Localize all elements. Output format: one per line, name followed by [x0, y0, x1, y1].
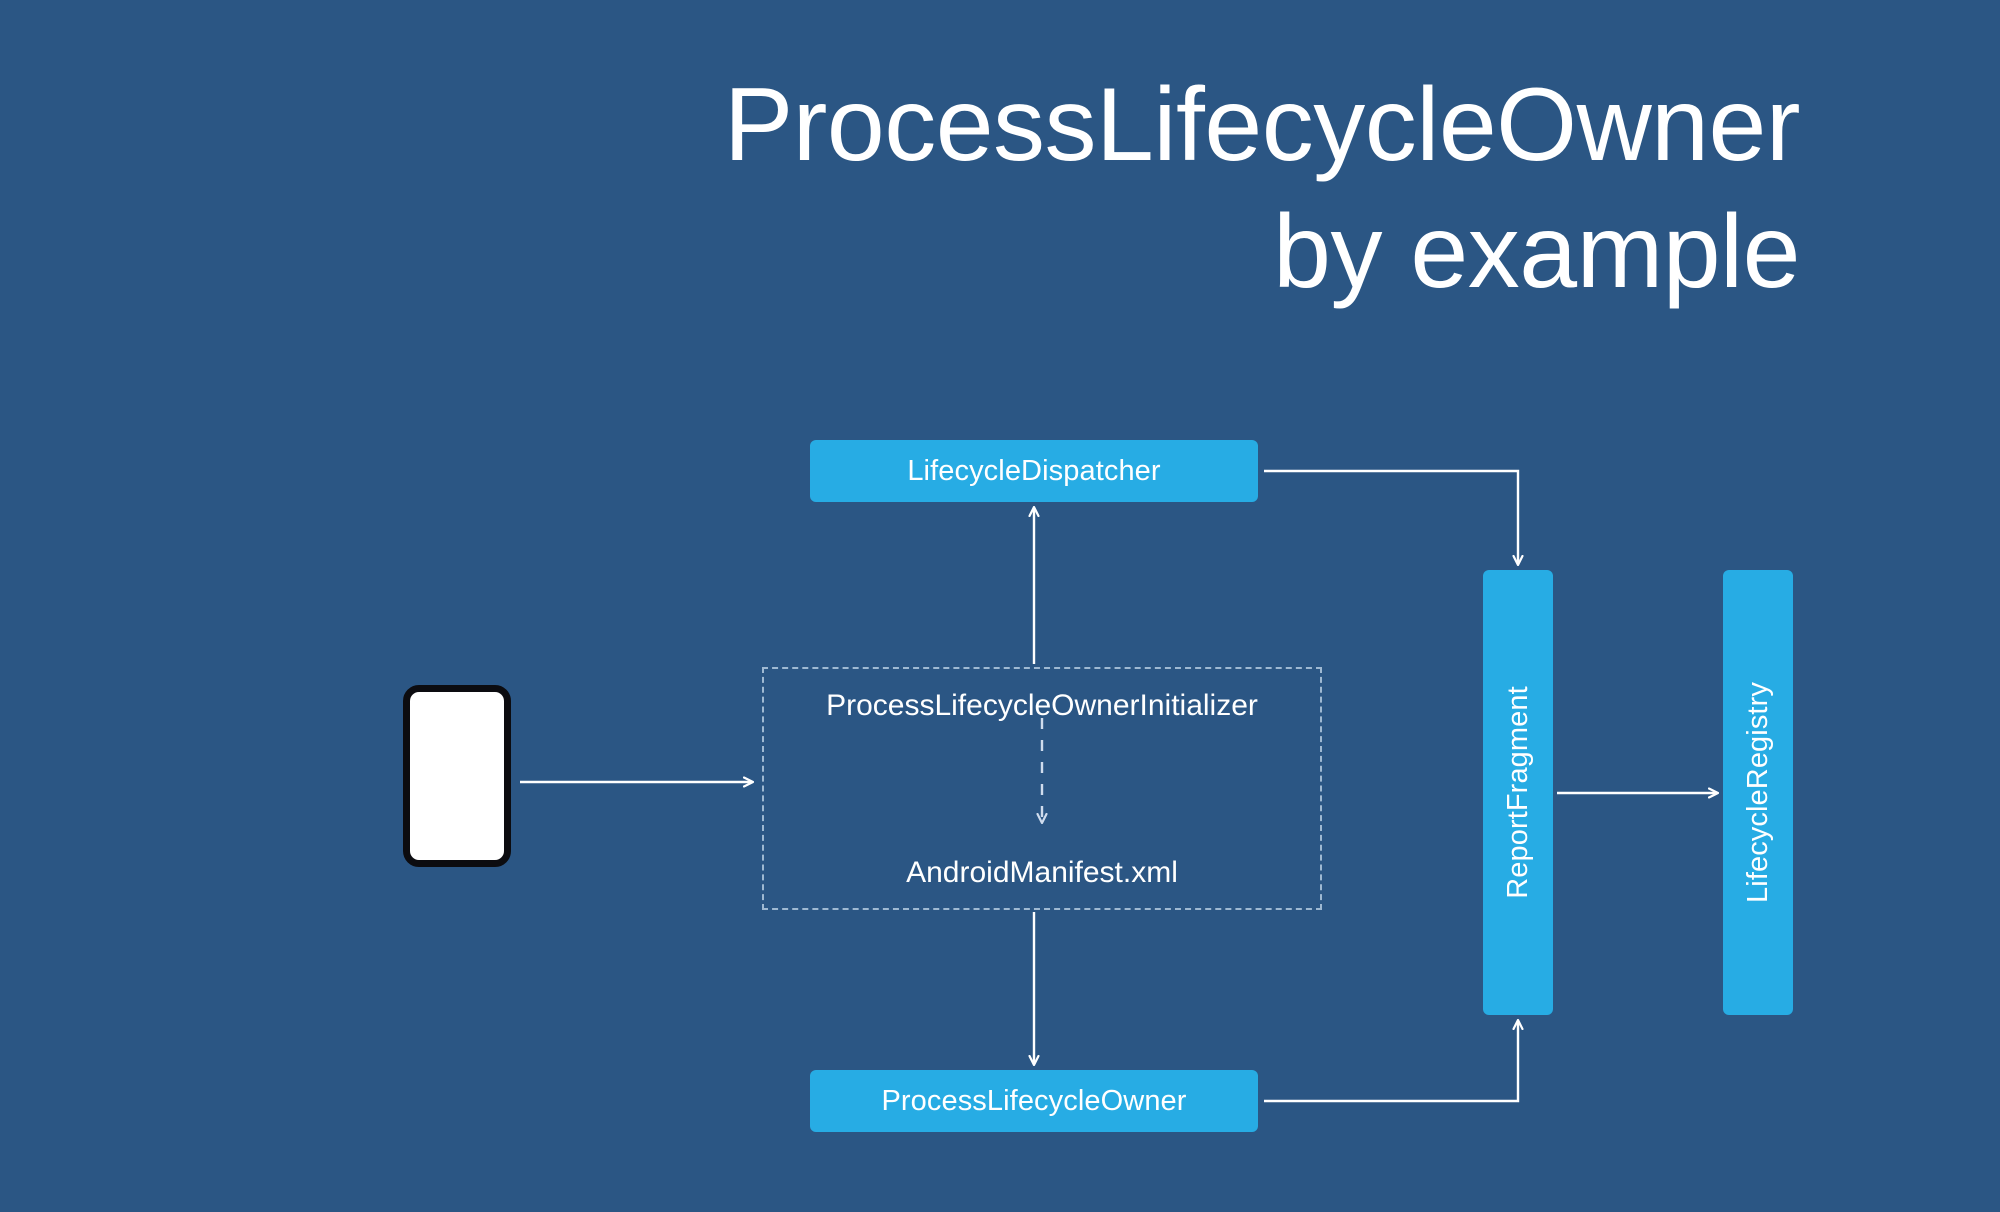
- node-lifecycle-registry-label: LifecycleRegistry: [1741, 682, 1774, 903]
- node-lifecycle-dispatcher[interactable]: LifecycleDispatcher: [810, 440, 1258, 502]
- phone-device-icon: [403, 685, 511, 867]
- group-label-manifest: AndroidManifest.xml: [906, 856, 1178, 889]
- node-report-fragment-label: ReportFragment: [1501, 686, 1534, 899]
- edge-owner-to-reportfragment: [1264, 1021, 1518, 1103]
- title-line-2: by example: [1273, 193, 1800, 310]
- node-process-lifecycle-owner[interactable]: ProcessLifecycleOwner: [810, 1070, 1258, 1132]
- page-title: ProcessLifecycleOwner by example: [0, 62, 1801, 316]
- node-lifecycle-registry[interactable]: LifecycleRegistry: [1723, 570, 1793, 1015]
- edge-dispatcher-to-reportfragment: [1264, 469, 1518, 564]
- node-process-lifecycle-owner-label: ProcessLifecycleOwner: [881, 1084, 1187, 1117]
- node-report-fragment[interactable]: ReportFragment: [1483, 570, 1553, 1015]
- manifest-group-box: ProcessLifecycleOwnerInitializer Android…: [762, 667, 1322, 910]
- title-line-1: ProcessLifecycleOwner: [723, 67, 1801, 183]
- group-label-initializer: ProcessLifecycleOwnerInitializer: [826, 689, 1258, 722]
- node-lifecycle-dispatcher-label: LifecycleDispatcher: [907, 454, 1161, 487]
